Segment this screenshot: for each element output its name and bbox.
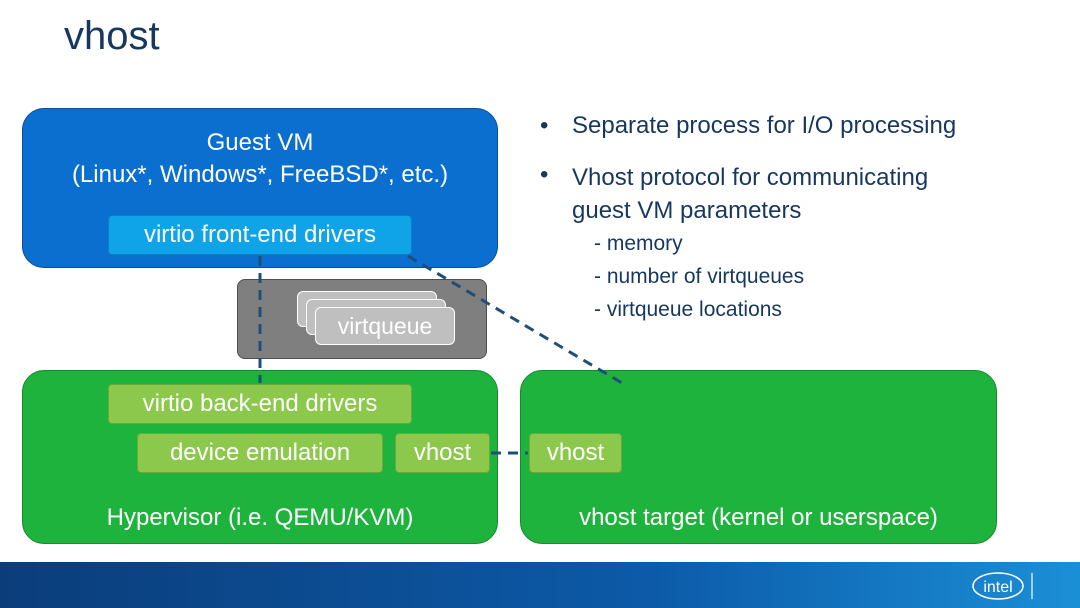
intel-logo-text: intel	[983, 579, 1012, 596]
virtqueue-box: virtqueue	[237, 279, 487, 359]
sub-bullet: - virtqueue locations	[594, 298, 782, 321]
footer-bar: intel	[0, 562, 1080, 608]
virtio-back-end-drivers: virtio back-end drivers	[108, 384, 412, 424]
vhost-target-label: vhost target (kernel or userspace)	[579, 504, 938, 531]
bullet-item: • Separate process for I/O processing	[540, 112, 957, 139]
hypervisor-vhost: vhost	[395, 433, 490, 473]
intel-logo-icon: intel	[972, 572, 1033, 600]
bullet-dot-icon: •	[540, 161, 549, 188]
slide-title: vhost	[64, 14, 160, 58]
hypervisor-label: Hypervisor (i.e. QEMU/KVM)	[106, 504, 414, 531]
guest-vm-subtitle: (Linux*, Windows*, FreeBSD*, etc.)	[71, 161, 449, 188]
virtqueue-card-front: virtqueue	[315, 307, 455, 345]
sub-bullet: - number of virtqueues	[594, 265, 805, 288]
sub-bullet: - memory	[594, 232, 683, 255]
device-emulation: device emulation	[137, 433, 383, 473]
bullet-dot-icon: •	[540, 112, 549, 139]
bullet-item: • Vhost protocol for communicating guest…	[540, 161, 928, 227]
virtio-front-end-drivers: virtio front-end drivers	[108, 215, 412, 255]
guest-vm-title: Guest VM	[206, 129, 314, 156]
target-vhost: vhost	[529, 433, 622, 473]
